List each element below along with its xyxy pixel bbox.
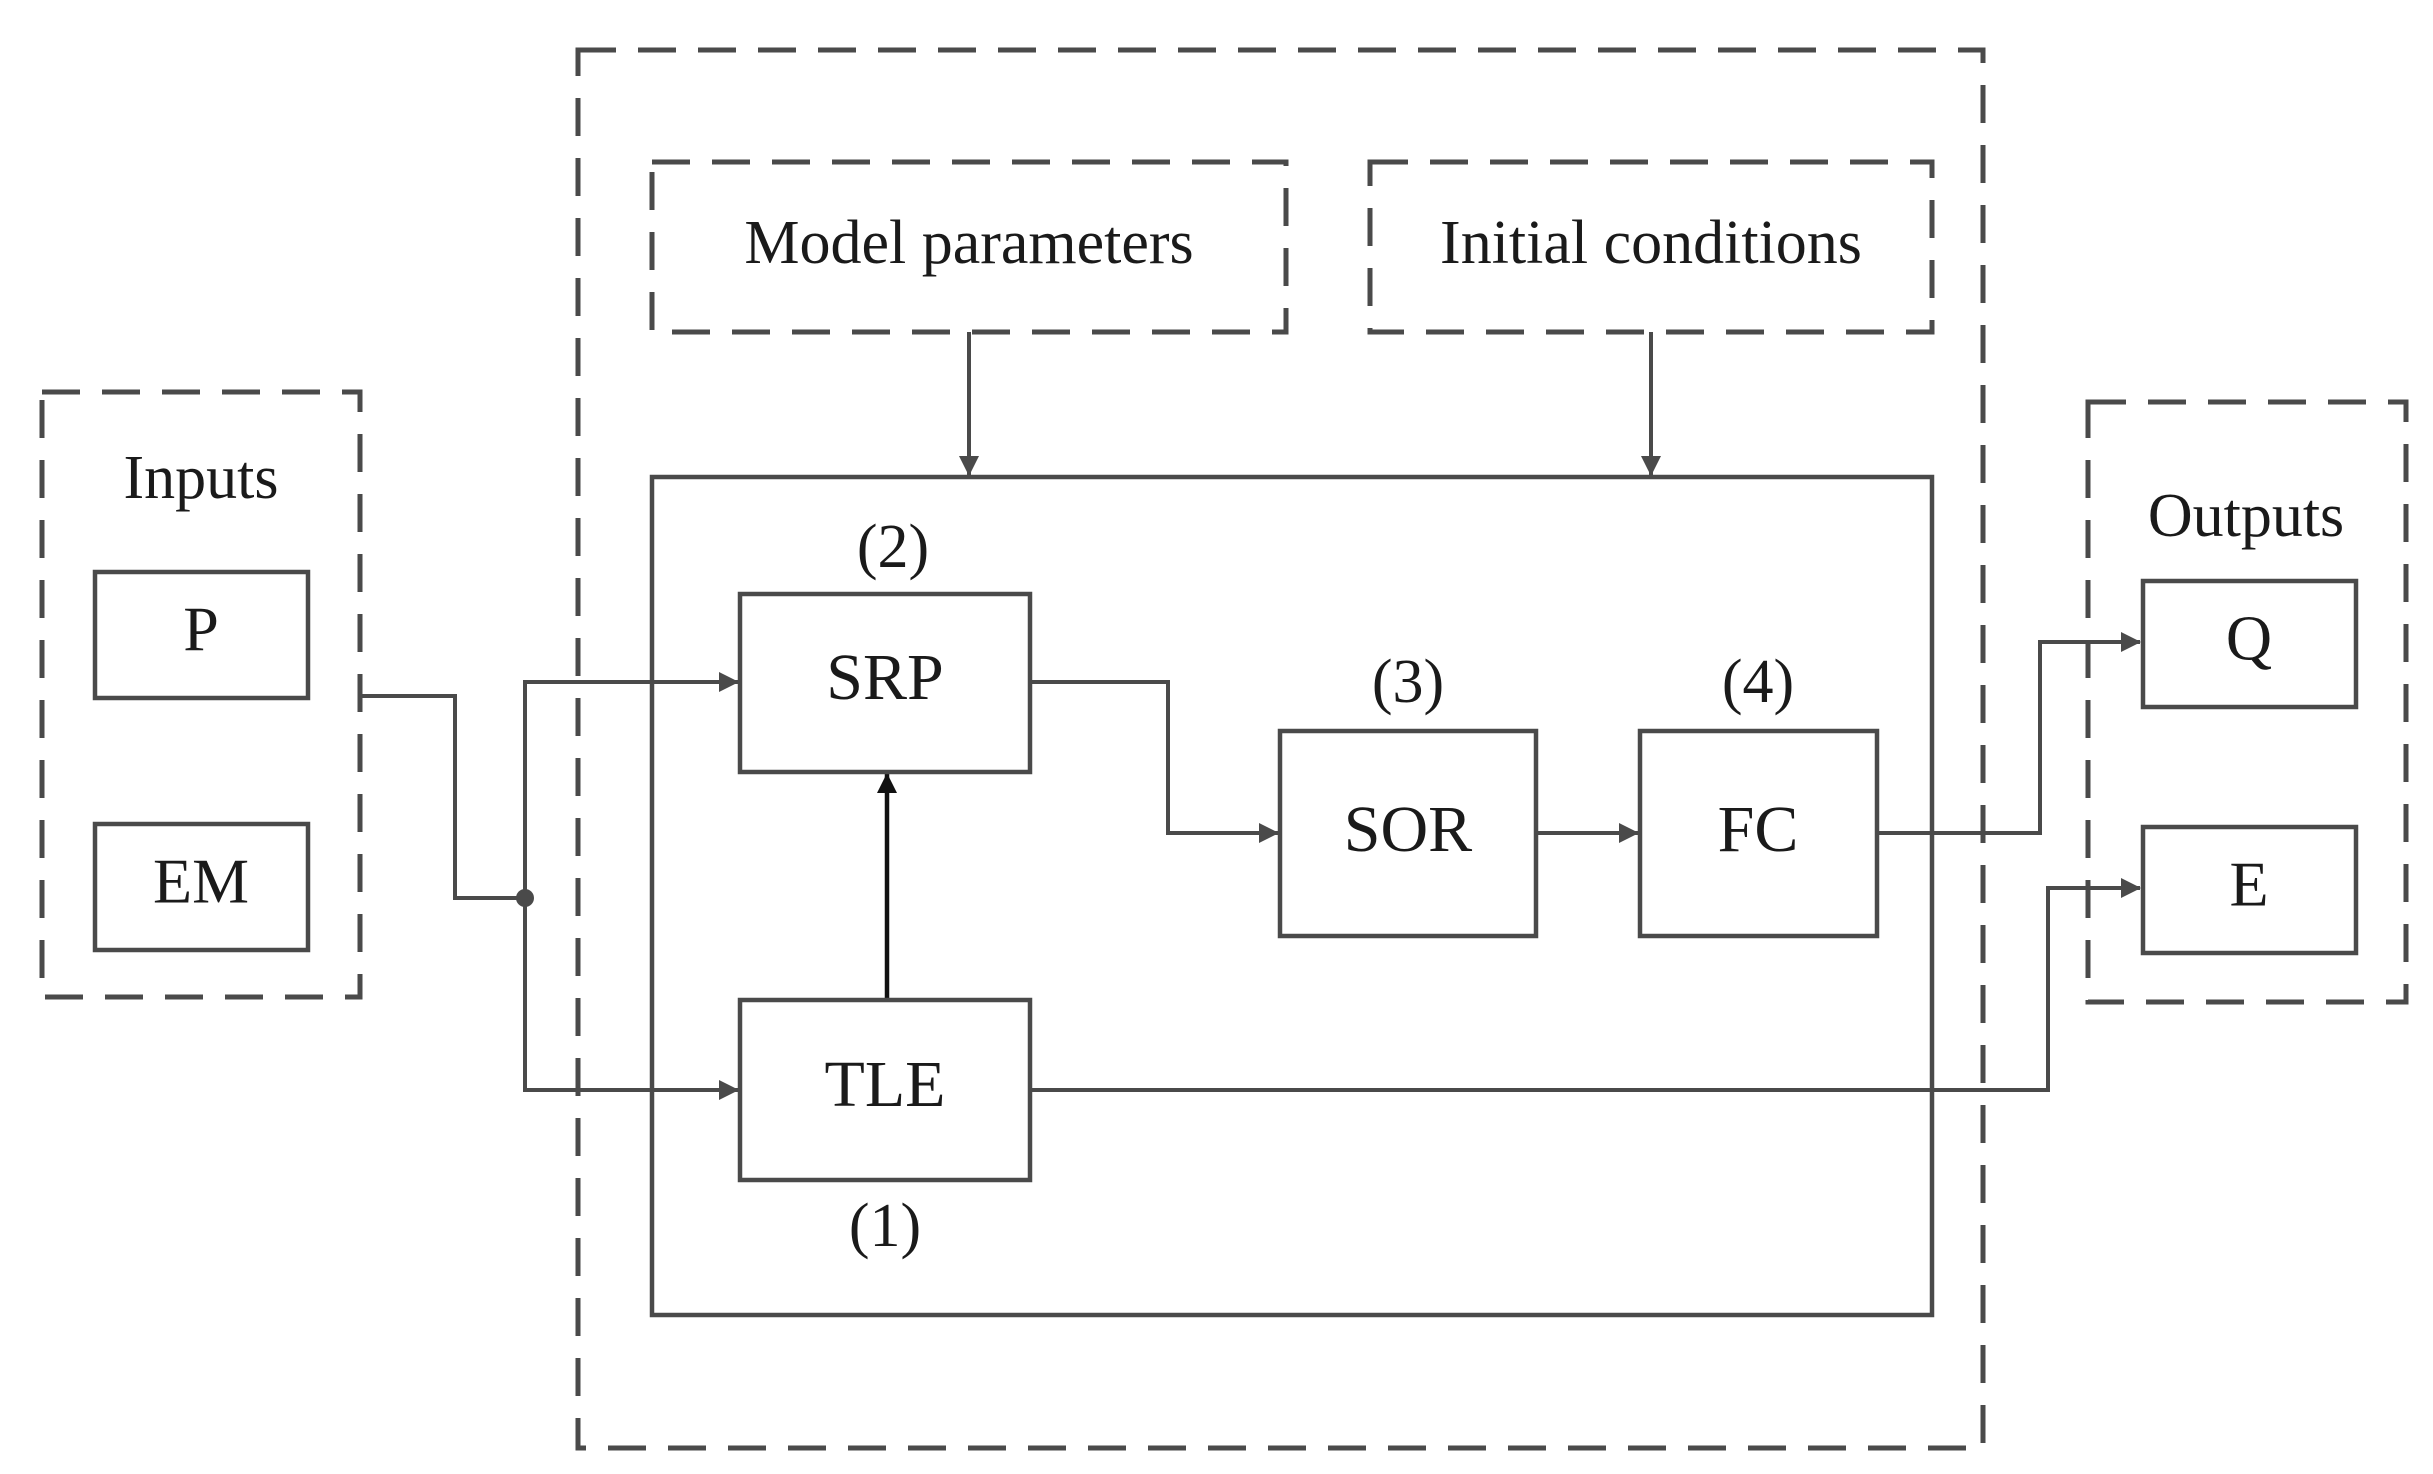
output-q-label: Q	[2226, 603, 2272, 674]
model-core-frame	[649, 474, 1935, 1318]
tle-label: TLE	[825, 1048, 946, 1121]
input-p-label: P	[183, 594, 219, 665]
inputs-label: Inputs	[124, 444, 279, 512]
sor-label: SOR	[1344, 793, 1472, 866]
output-e-box	[2140, 824, 2359, 956]
output-q-box	[2140, 578, 2359, 710]
arrow-inputs-to-srp	[523, 672, 739, 898]
wire-inputs-to-junction	[360, 694, 525, 900]
output-e-label: E	[2229, 849, 2268, 920]
fc-index: (4)	[1722, 648, 1794, 716]
arrow-fc-to-q	[1877, 632, 2141, 835]
sor-box	[1277, 728, 1539, 939]
fc-label: FC	[1718, 793, 1799, 866]
model-parameters-box	[649, 159, 1289, 335]
arrow-inputs-to-tle	[523, 898, 739, 1100]
sor-index: (3)	[1372, 648, 1444, 716]
model-group	[575, 47, 1986, 1451]
srp-box	[737, 591, 1033, 775]
arrow-srp-to-sor	[1030, 680, 1279, 843]
outputs-group	[2085, 399, 2409, 1005]
model-parameters-label: Model parameters	[744, 209, 1193, 277]
initial-conditions-label: Initial conditions	[1440, 209, 1862, 277]
tle-box	[737, 997, 1033, 1183]
arrow-tle-to-e	[1030, 878, 2141, 1092]
outputs-label: Outputs	[2148, 482, 2344, 550]
input-em-label: EM	[153, 846, 249, 917]
input-em-box	[92, 821, 311, 953]
fc-box	[1637, 728, 1880, 939]
srp-index: (2)	[857, 513, 929, 581]
srp-label: SRP	[826, 641, 943, 714]
input-p-box	[92, 569, 311, 701]
tle-index: (1)	[849, 1192, 921, 1260]
connectors	[360, 332, 2141, 1100]
